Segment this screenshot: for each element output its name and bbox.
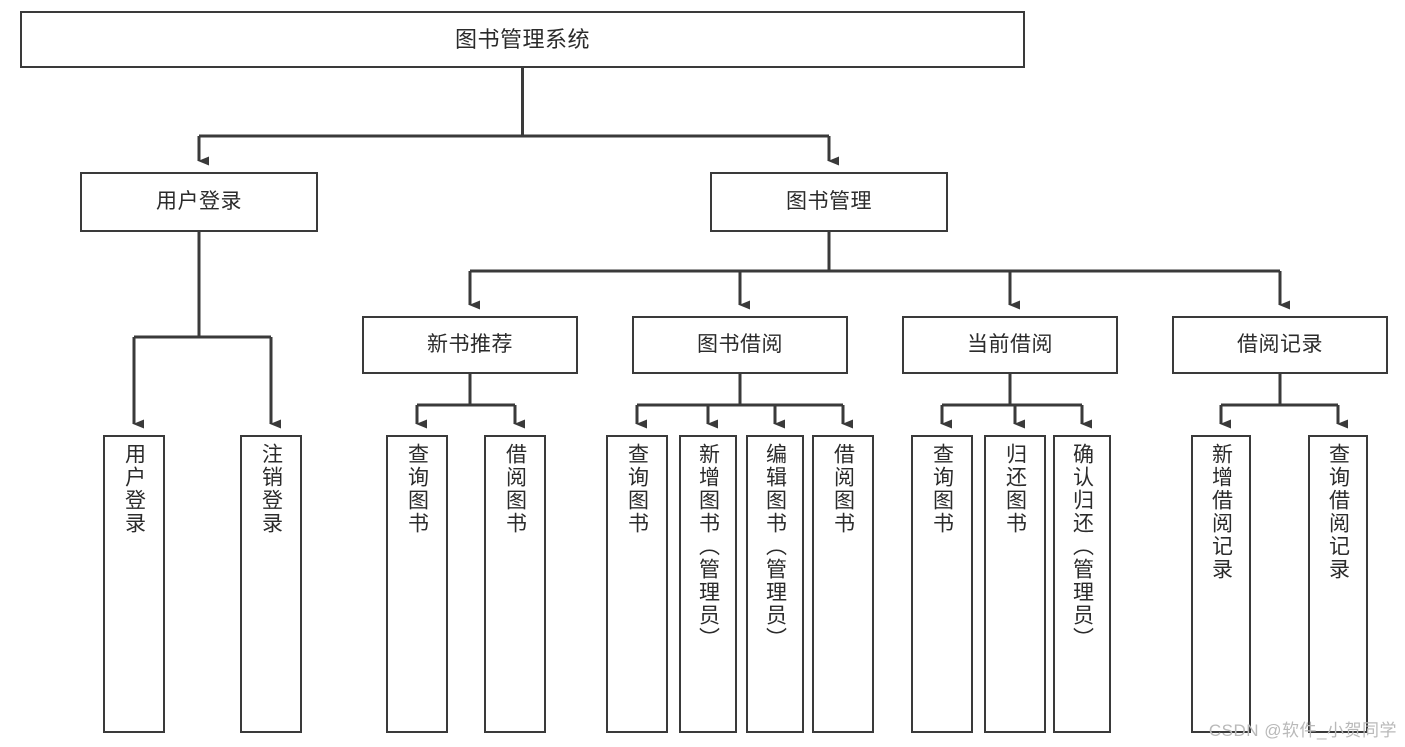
node-borrow-record[interactable]: 借阅记录 (1172, 316, 1388, 374)
node-label: 当前借阅 (967, 332, 1053, 356)
node-label: 编辑图书（管理员） (763, 443, 787, 650)
node-label: 新书推荐 (427, 332, 513, 356)
node-leaf-query-book-borrow[interactable]: 查询图书 (606, 435, 668, 733)
node-leaf-user-logout[interactable]: 注销登录 (240, 435, 302, 733)
node-leaf-confirm-return-admin[interactable]: 确认归还（管理员） (1053, 435, 1111, 733)
node-label: 借阅图书 (503, 443, 527, 535)
node-current-borrow[interactable]: 当前借阅 (902, 316, 1118, 374)
node-new-book-recommend[interactable]: 新书推荐 (362, 316, 578, 374)
node-label: 查询图书 (625, 443, 649, 535)
node-leaf-borrow-book-rec[interactable]: 借阅图书 (484, 435, 546, 733)
node-root[interactable]: 图书管理系统 (20, 11, 1025, 68)
node-leaf-add-book-admin[interactable]: 新增图书（管理员） (679, 435, 737, 733)
node-leaf-edit-book-admin[interactable]: 编辑图书（管理员） (746, 435, 804, 733)
node-label: 归还图书 (1003, 443, 1027, 535)
node-leaf-user-login[interactable]: 用户登录 (103, 435, 165, 733)
node-label: 借阅记录 (1237, 332, 1323, 356)
node-label: 新增图书（管理员） (696, 443, 720, 650)
node-leaf-return-book[interactable]: 归还图书 (984, 435, 1046, 733)
node-label: 图书借阅 (697, 332, 783, 356)
node-leaf-query-borrow-record[interactable]: 查询借阅记录 (1308, 435, 1368, 733)
watermark: CSDN @软件_小贺同学 (1208, 721, 1397, 740)
node-label: 图书管理系统 (454, 26, 590, 52)
node-leaf-borrow-book[interactable]: 借阅图书 (812, 435, 874, 733)
node-book-management[interactable]: 图书管理 (710, 172, 948, 232)
node-label: 注销登录 (259, 443, 283, 535)
node-leaf-add-borrow-record[interactable]: 新增借阅记录 (1191, 435, 1251, 733)
node-leaf-query-book-rec[interactable]: 查询图书 (386, 435, 448, 733)
node-label: 借阅图书 (831, 443, 855, 535)
node-user-login[interactable]: 用户登录 (80, 172, 318, 232)
node-label: 用户登录 (156, 189, 242, 213)
node-label: 确认归还（管理员） (1070, 443, 1094, 650)
node-leaf-query-book-current[interactable]: 查询图书 (911, 435, 973, 733)
node-label: 查询借阅记录 (1326, 443, 1350, 581)
node-label: 查询图书 (405, 443, 429, 535)
node-label: 新增借阅记录 (1209, 443, 1233, 581)
node-label: 查询图书 (930, 443, 954, 535)
node-book-borrow[interactable]: 图书借阅 (632, 316, 848, 374)
node-label: 图书管理 (786, 189, 872, 213)
node-label: 用户登录 (122, 443, 146, 535)
